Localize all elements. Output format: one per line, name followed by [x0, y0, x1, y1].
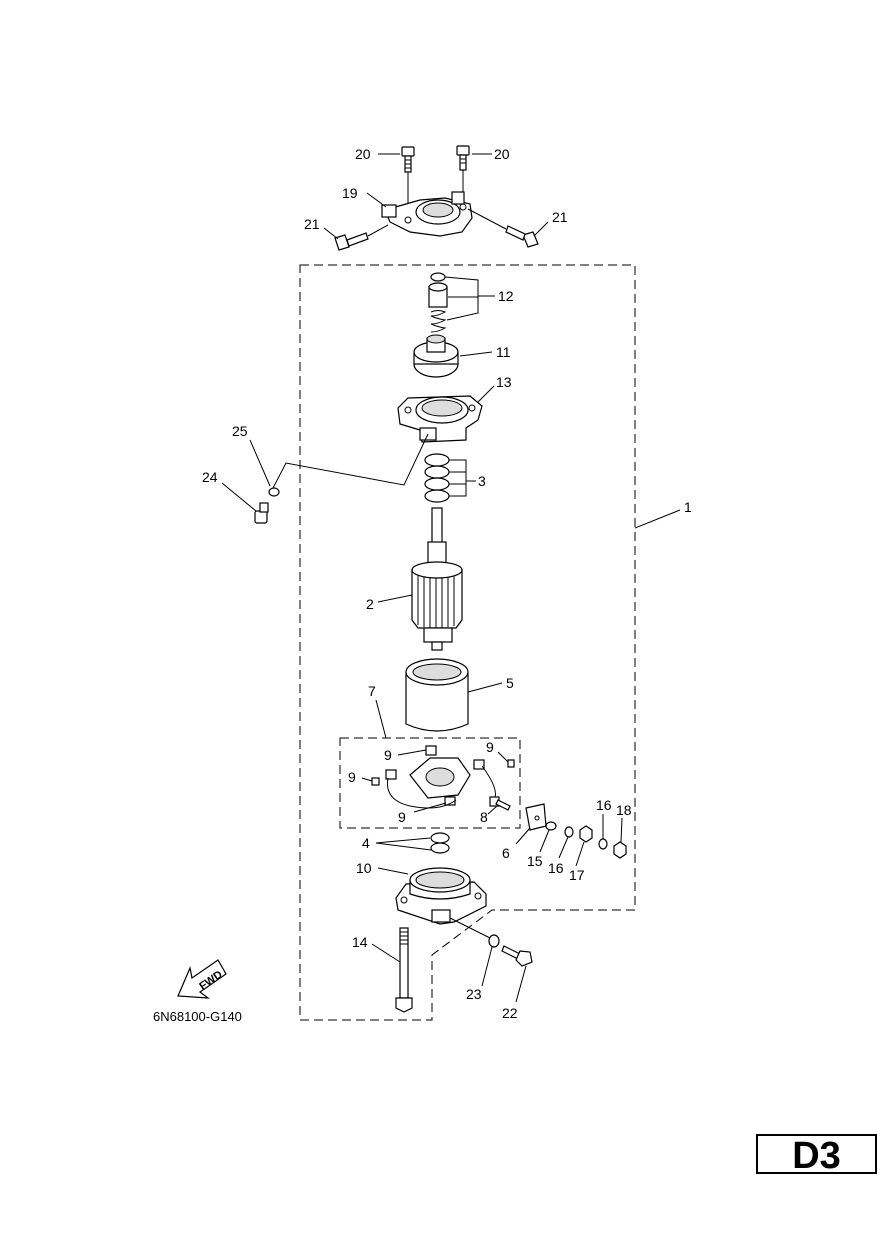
part-number-label: 14	[352, 934, 368, 950]
part-number-label: 21	[304, 216, 320, 232]
part-number-label: 10	[356, 860, 372, 876]
nut-17	[579, 825, 593, 843]
part-number-label: 15	[527, 853, 543, 869]
washers-4	[430, 832, 450, 854]
brush-holder-assembly	[371, 745, 515, 809]
part-number-label: 18	[616, 802, 632, 818]
part-number-label: 1	[684, 499, 692, 515]
part-number-label: 2	[366, 596, 374, 612]
bracket-19	[381, 191, 473, 237]
pinion-gear	[413, 334, 459, 378]
part-number-label: 9	[348, 769, 356, 785]
bolt-22	[501, 945, 533, 967]
diagram-code: 6N68100-G140	[153, 1009, 242, 1024]
bolt-20-right	[456, 145, 470, 171]
washer-16-upper	[598, 838, 608, 850]
assembly-boundary	[299, 264, 636, 1021]
part-number-label: 22	[502, 1005, 518, 1021]
part-number-label: 16	[548, 860, 564, 876]
part-number-label: 24	[202, 469, 218, 485]
part-number-label: 5	[506, 675, 514, 691]
page-code-box: D3	[756, 1134, 877, 1177]
washer-23	[488, 934, 500, 948]
part-number-label: 7	[368, 683, 376, 699]
part-number-label: 25	[232, 423, 248, 439]
page-code: D3	[792, 1135, 841, 1177]
part-number-label: 16	[596, 797, 612, 813]
part-number-label: 9	[486, 739, 494, 755]
yoke	[405, 658, 469, 732]
screw-24	[254, 502, 269, 524]
part-number-label: 11	[496, 344, 511, 360]
bolt-21-left	[334, 232, 369, 251]
stop-ring	[430, 272, 446, 282]
part-number-label: 9	[398, 809, 406, 825]
fwd-arrow-icon: FWD	[177, 959, 227, 999]
washer-25	[268, 487, 280, 497]
bolt-21-right	[505, 225, 539, 248]
part-number-label: 23	[466, 986, 482, 1002]
spring	[430, 310, 447, 333]
washer-15	[545, 821, 557, 831]
washer-16-lower	[564, 826, 574, 838]
part-number-label: 3	[478, 473, 486, 489]
part-number-label: 13	[496, 374, 512, 390]
through-bolt	[395, 927, 413, 1013]
insulator-6	[525, 803, 547, 831]
terminal-bolt	[489, 796, 511, 811]
part-number-label: 20	[355, 146, 371, 162]
part-number-label: 19	[342, 185, 358, 201]
bolt-20-left	[401, 146, 415, 173]
armature	[411, 507, 463, 651]
front-cover	[397, 395, 483, 443]
part-number-label: 21	[552, 209, 568, 225]
part-number-label: 20	[494, 146, 510, 162]
part-number-label: 9	[384, 747, 392, 763]
part-number-label: 17	[569, 867, 585, 883]
part-number-label: 8	[480, 809, 488, 825]
brush-holder-group-boundary	[339, 737, 521, 829]
part-number-label: 12	[498, 288, 514, 304]
thrust-washers	[424, 453, 450, 503]
part-number-label: 6	[502, 845, 510, 861]
rear-cover	[395, 867, 487, 925]
part-number-label: 4	[362, 835, 370, 851]
nut-18	[613, 841, 627, 859]
collar	[428, 282, 448, 308]
